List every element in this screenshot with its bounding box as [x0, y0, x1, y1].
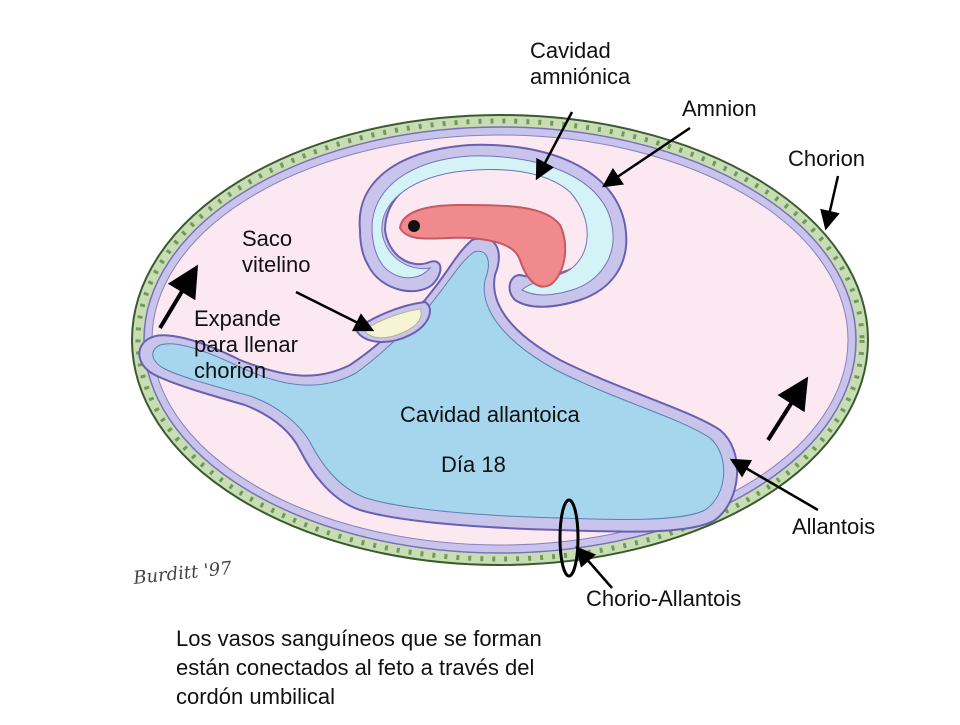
embryo-eye — [408, 220, 420, 232]
label-chorio-allantois: Chorio-Allantois — [586, 586, 742, 611]
label-day: Día 18 — [441, 452, 506, 477]
expansion-arrow-left — [158, 264, 199, 330]
label-amniotic-cavity: Cavidad amniónica — [530, 38, 631, 89]
signature: Burditt '97 — [131, 558, 233, 589]
arrow-chorio-allantois — [575, 546, 613, 589]
chorion-ring-beads — [135, 118, 865, 562]
label-allantoic-cavity: Cavidad allantoica — [400, 402, 580, 427]
arrow-amniotic-cavity — [535, 111, 574, 181]
arrow-amnion — [601, 126, 691, 188]
allantoic-cavity — [152, 250, 725, 521]
caption: Los vasos sanguíneos que se forman están… — [176, 626, 542, 709]
expansion-arrow-right — [766, 376, 809, 442]
label-chorion: Chorion — [788, 146, 866, 171]
arrow-allantois — [729, 458, 819, 512]
yolk-sac-fill — [363, 308, 422, 339]
arrow-chorion — [820, 175, 840, 231]
label-allantois: Allantois — [792, 514, 876, 539]
arrow-yolk-sac — [295, 290, 375, 332]
chorio-allantois-marker — [558, 498, 580, 578]
label-yolk-sac: Saco vitelino — [242, 226, 311, 277]
embryo — [398, 203, 567, 288]
label-expands: Expande para llenar chorion — [194, 306, 298, 383]
label-amnion: Amnion — [682, 96, 757, 121]
amniotic-cavity — [371, 155, 614, 296]
